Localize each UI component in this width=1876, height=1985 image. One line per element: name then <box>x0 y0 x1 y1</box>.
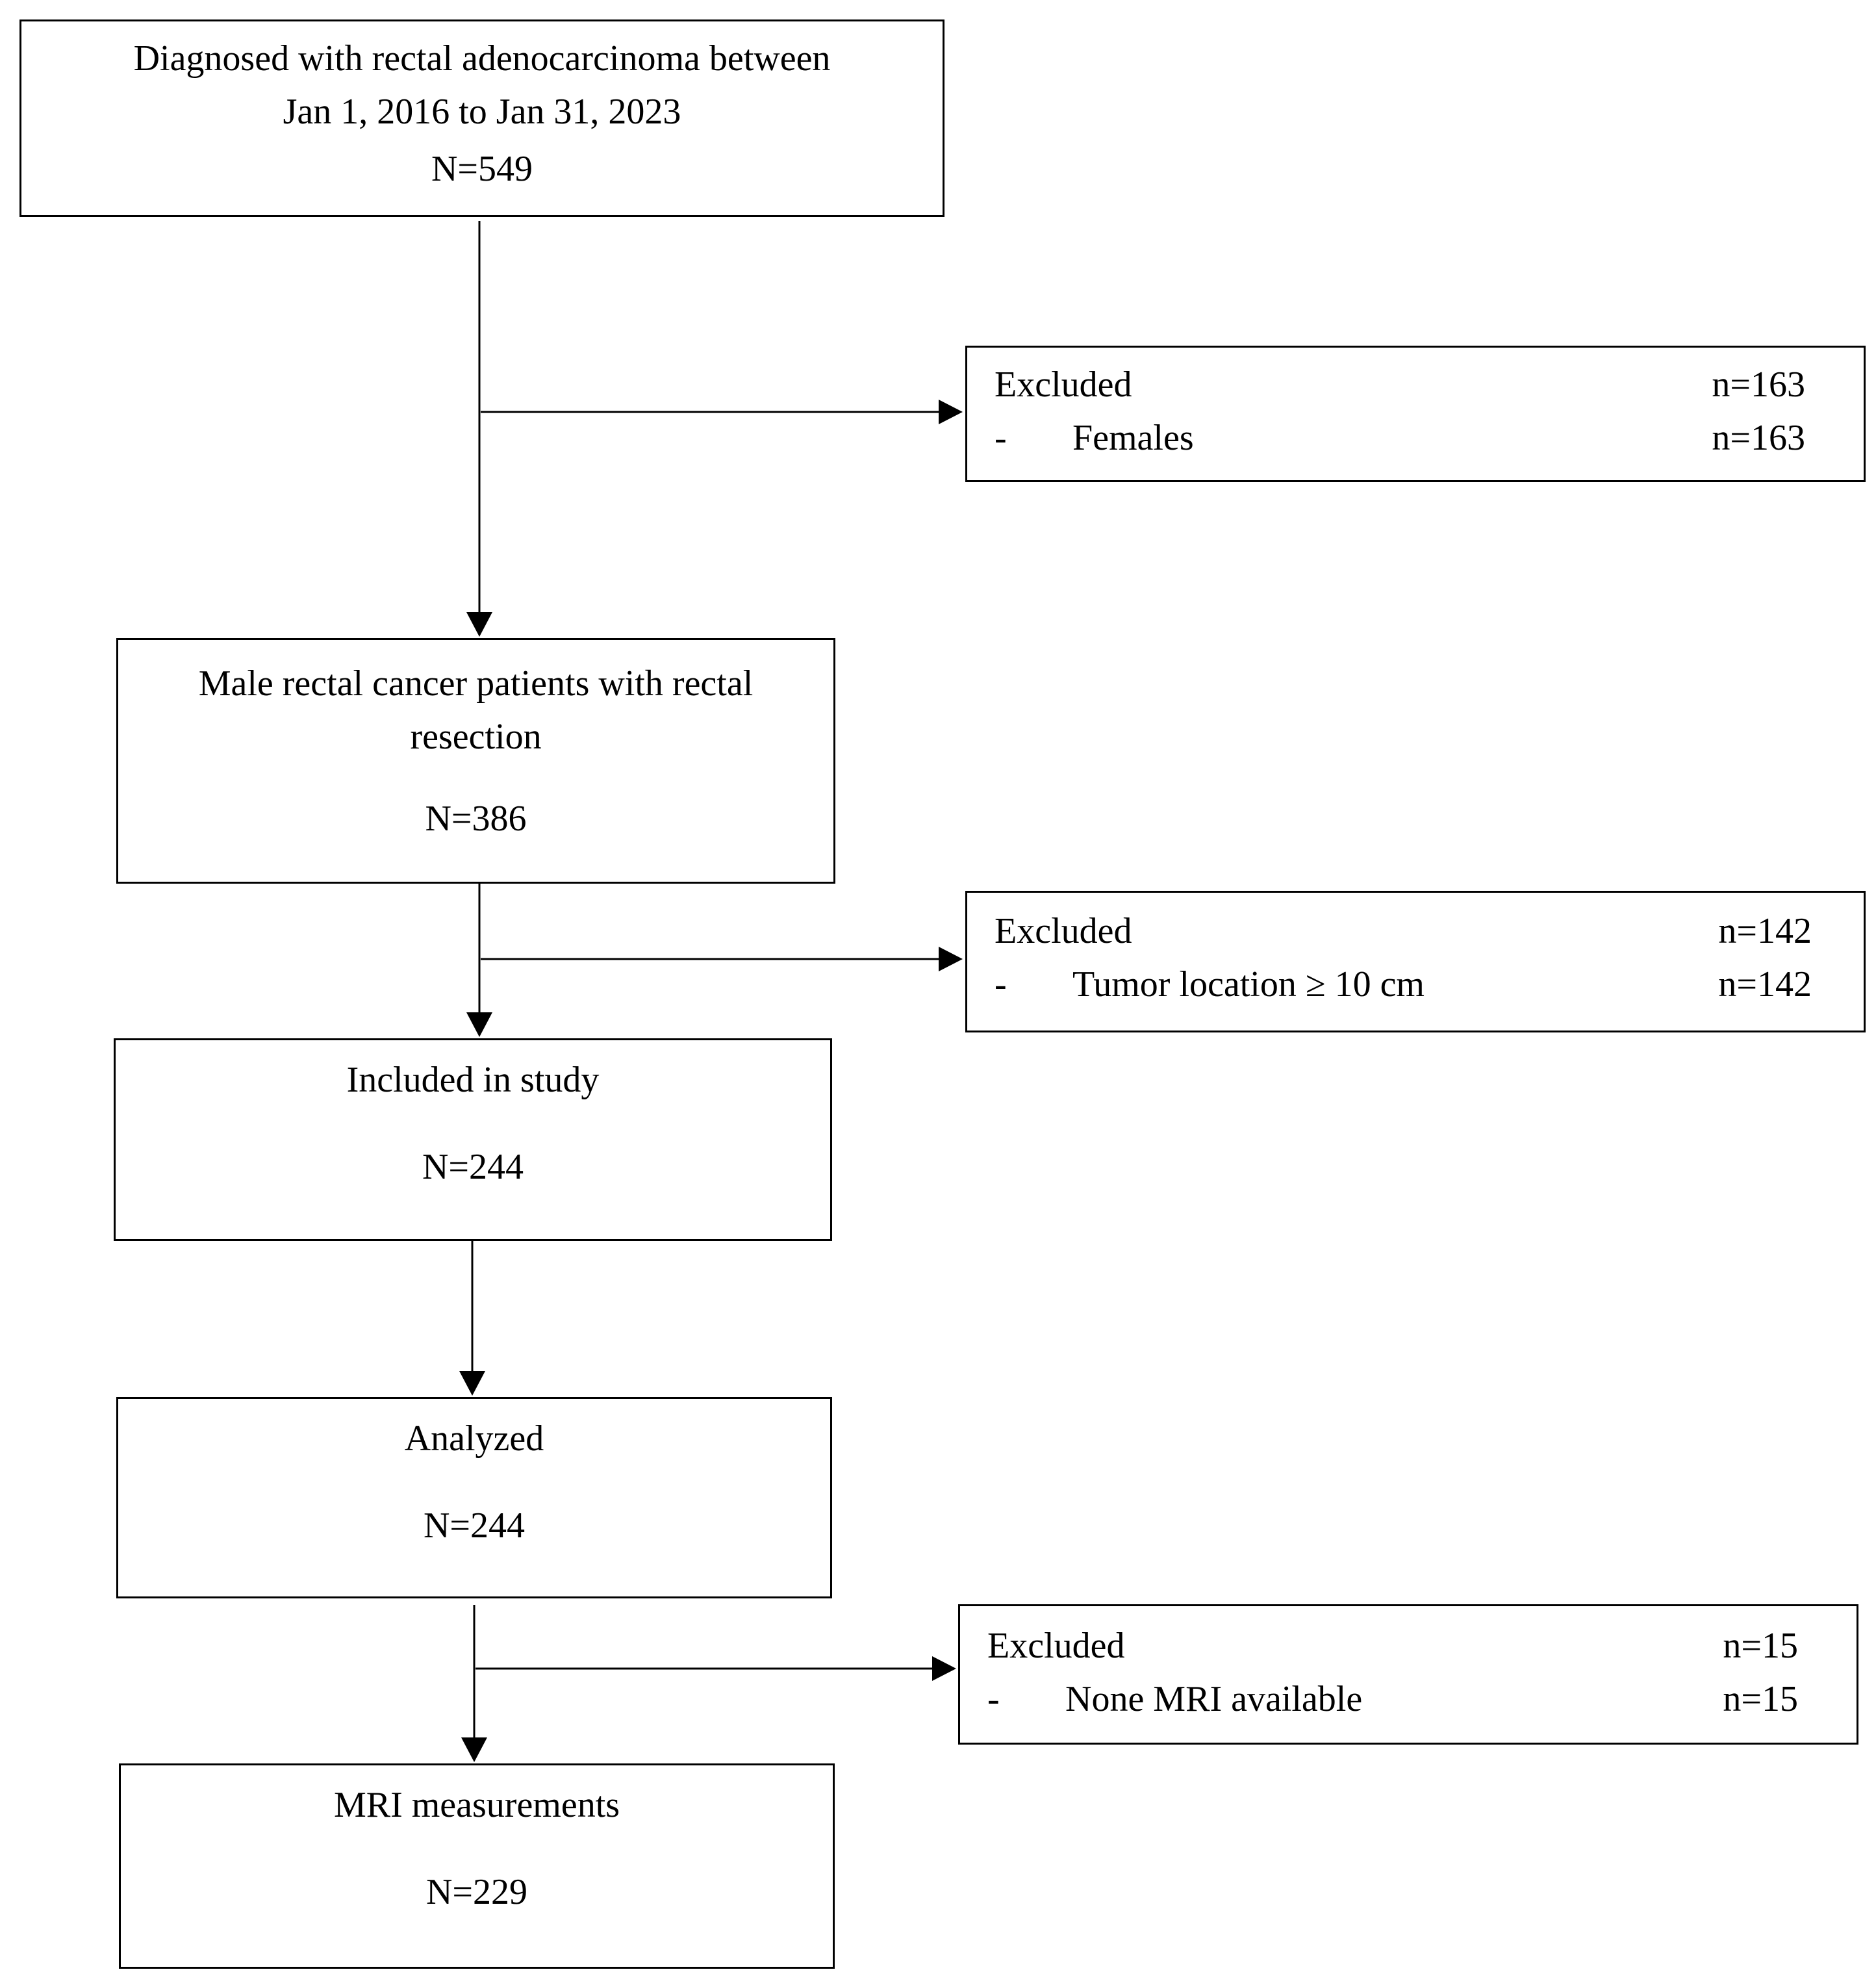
box-male-patients: Male rectal cancer patients with rectal … <box>116 638 835 884</box>
arrowhead-included-to-analyzed <box>459 1371 485 1396</box>
box-included: Included in study N=244 <box>114 1038 832 1241</box>
exclusion-3-bullet: - <box>987 1679 1000 1719</box>
box-male-line2: resection <box>410 717 542 757</box>
box-mri-title: MRI measurements <box>333 1785 620 1825</box>
box-male-line1: Male rectal cancer patients with rectal <box>198 663 754 704</box>
exclusion-3-heading: Excluded <box>987 1626 1125 1666</box>
exclusion-1-reason: Females <box>1072 418 1194 458</box>
box-included-title: Included in study <box>346 1060 600 1100</box>
box-analyzed: Analyzed N=244 <box>116 1397 832 1598</box>
arrowhead-analyzed-to-mri <box>461 1737 487 1762</box>
exclusion-3-reason-count: n=15 <box>1723 1679 1798 1719</box>
exclusion-2-reason: Tumor location ≥ 10 cm <box>1072 964 1425 1005</box>
box-analyzed-title: Analyzed <box>404 1418 544 1459</box>
exclusion-2-bullet: - <box>995 964 1007 1005</box>
box-included-count: N=244 <box>422 1147 524 1187</box>
box-male-count: N=386 <box>425 799 527 839</box>
arrowhead-diagnosed-to-male <box>466 612 492 637</box>
arrowhead-male-to-included <box>466 1012 492 1037</box>
arrowhead-exclusion-1 <box>939 400 963 424</box>
exclusion-box-3: Excluded n=15 - None MRI available n=15 <box>958 1604 1858 1745</box>
box-diagnosed-line2: Jan 1, 2016 to Jan 31, 2023 <box>283 92 681 132</box>
exclusion-1-bullet: - <box>995 418 1007 458</box>
box-diagnosed-line1: Diagnosed with rectal adenocarcinoma bet… <box>133 38 831 79</box>
exclusion-1-reason-count: n=163 <box>1712 418 1805 458</box>
box-mri-count: N=229 <box>425 1872 528 1912</box>
exclusion-box-1: Excluded n=163 - Females n=163 <box>965 346 1866 482</box>
exclusion-2-heading-count: n=142 <box>1718 911 1812 951</box>
exclusion-box-2: Excluded n=142 - Tumor location ≥ 10 cm … <box>965 891 1866 1032</box>
exclusion-3-heading-count: n=15 <box>1723 1626 1798 1666</box>
arrowhead-exclusion-2 <box>939 947 963 971</box>
exclusion-1-heading: Excluded <box>995 365 1132 405</box>
box-diagnosed: Diagnosed with rectal adenocarcinoma bet… <box>19 19 944 217</box>
exclusion-2-reason-count: n=142 <box>1718 964 1812 1005</box>
box-mri-measurements: MRI measurements N=229 <box>119 1763 835 1969</box>
arrowhead-exclusion-3 <box>932 1656 956 1681</box>
exclusion-3-reason: None MRI available <box>1065 1679 1363 1719</box>
box-analyzed-count: N=244 <box>423 1505 526 1546</box>
exclusion-1-heading-count: n=163 <box>1712 365 1805 405</box>
exclusion-2-heading: Excluded <box>995 911 1132 951</box>
box-diagnosed-count: N=549 <box>431 149 533 189</box>
